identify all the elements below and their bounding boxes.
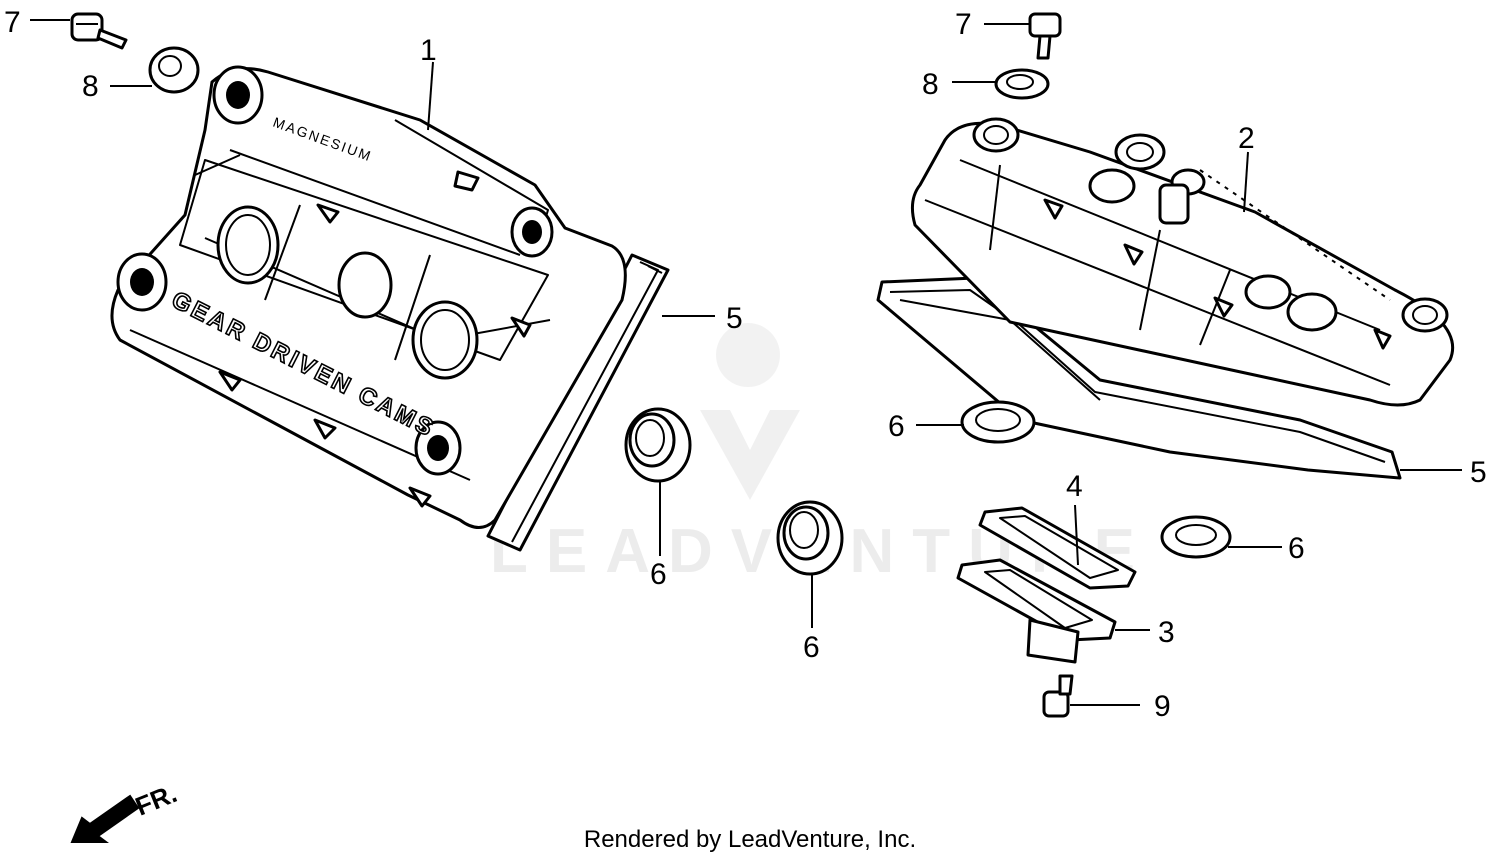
breather-plate-3[interactable] bbox=[956, 558, 1117, 664]
seal-6-center[interactable] bbox=[776, 500, 844, 576]
front-direction-arrow: FR. bbox=[70, 778, 181, 843]
callout-6-center: 6 bbox=[803, 631, 820, 664]
callout-7-left: 7 bbox=[4, 6, 21, 39]
callout-6-lower-right: 6 bbox=[1288, 532, 1305, 565]
left-head-cover[interactable]: MAGNESIUM GEAR DRIVEN CAMS bbox=[110, 65, 670, 552]
callout-6-left: 6 bbox=[650, 558, 667, 591]
front-direction-label: FR. bbox=[131, 778, 181, 822]
callout-2: 2 bbox=[1238, 122, 1255, 155]
callout-6-upper-right: 6 bbox=[888, 410, 905, 443]
callout-3: 3 bbox=[1158, 616, 1175, 649]
callout-8-right: 8 bbox=[922, 68, 939, 101]
washer-8-left[interactable] bbox=[148, 46, 200, 94]
footer-credit: Rendered by LeadVenture, Inc. bbox=[583, 826, 917, 853]
leader-lines bbox=[30, 19, 1462, 706]
bolt-7-right[interactable] bbox=[1028, 12, 1062, 60]
bolt-9[interactable] bbox=[1042, 674, 1074, 718]
bolt-7-left[interactable] bbox=[70, 12, 128, 50]
seal-6-left[interactable] bbox=[624, 407, 692, 483]
callout-7-right: 7 bbox=[955, 8, 972, 41]
callout-8-left: 8 bbox=[82, 70, 99, 103]
callout-5-right: 5 bbox=[1470, 456, 1487, 489]
callout-1: 1 bbox=[420, 34, 437, 67]
breather-plate-4[interactable] bbox=[978, 506, 1137, 590]
right-head-cover[interactable] bbox=[876, 117, 1455, 480]
seal-6-lower-right[interactable] bbox=[1160, 515, 1232, 559]
seal-6-upper-right[interactable] bbox=[960, 400, 1036, 444]
washer-8-right[interactable] bbox=[994, 68, 1050, 100]
callout-4: 4 bbox=[1066, 470, 1083, 503]
callout-9: 9 bbox=[1154, 690, 1171, 723]
callout-5-left: 5 bbox=[726, 302, 743, 335]
